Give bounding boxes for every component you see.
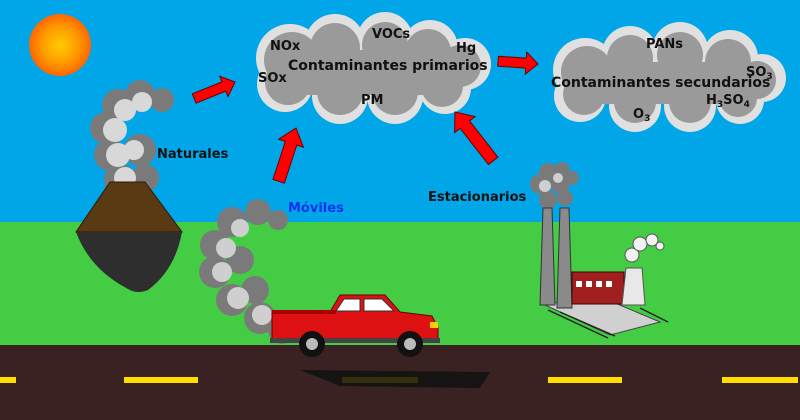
arrow-primary-to-secondary-icon bbox=[497, 51, 539, 76]
truck-exhaust-smoke-icon bbox=[199, 199, 296, 344]
pollutant-o3: O3 bbox=[633, 107, 650, 124]
arrow-mobile-to-primary-icon bbox=[272, 127, 305, 184]
pollutant-pans: PANs bbox=[646, 37, 683, 52]
source-natural-label: Naturales bbox=[157, 147, 229, 162]
pickup-truck-icon bbox=[270, 294, 440, 357]
secondary-pollutants-title: Contaminantes secundarios bbox=[551, 75, 770, 91]
pollutant-h3so4: H3SO4 bbox=[706, 93, 750, 110]
source-mobile-label: Móviles bbox=[288, 201, 344, 216]
pollutant-nox: NOx bbox=[270, 39, 301, 54]
pollutant-so3: SO3 bbox=[746, 65, 773, 82]
truck-shadow bbox=[300, 370, 490, 388]
primary-pollutants-cloud bbox=[256, 12, 491, 124]
factory-icon bbox=[539, 207, 669, 339]
primary-pollutants-title: Contaminantes primarios bbox=[288, 58, 488, 74]
sun-icon bbox=[29, 14, 91, 76]
pollutant-hg: Hg bbox=[456, 41, 476, 56]
pollutant-vocs: VOCs bbox=[372, 27, 410, 42]
arrow-natural-to-primary-icon bbox=[191, 75, 236, 104]
arrows bbox=[191, 51, 539, 184]
volcano-icon bbox=[75, 181, 183, 292]
pollutant-sox: SOx bbox=[258, 71, 287, 86]
pollutant-pm: PM bbox=[361, 93, 383, 108]
secondary-pollutants-cloud bbox=[553, 22, 786, 132]
source-stationary-label: Estacionarios bbox=[428, 190, 527, 205]
factory-smoke-icon bbox=[530, 162, 665, 263]
arrow-stationary-to-primary-icon bbox=[454, 111, 499, 166]
